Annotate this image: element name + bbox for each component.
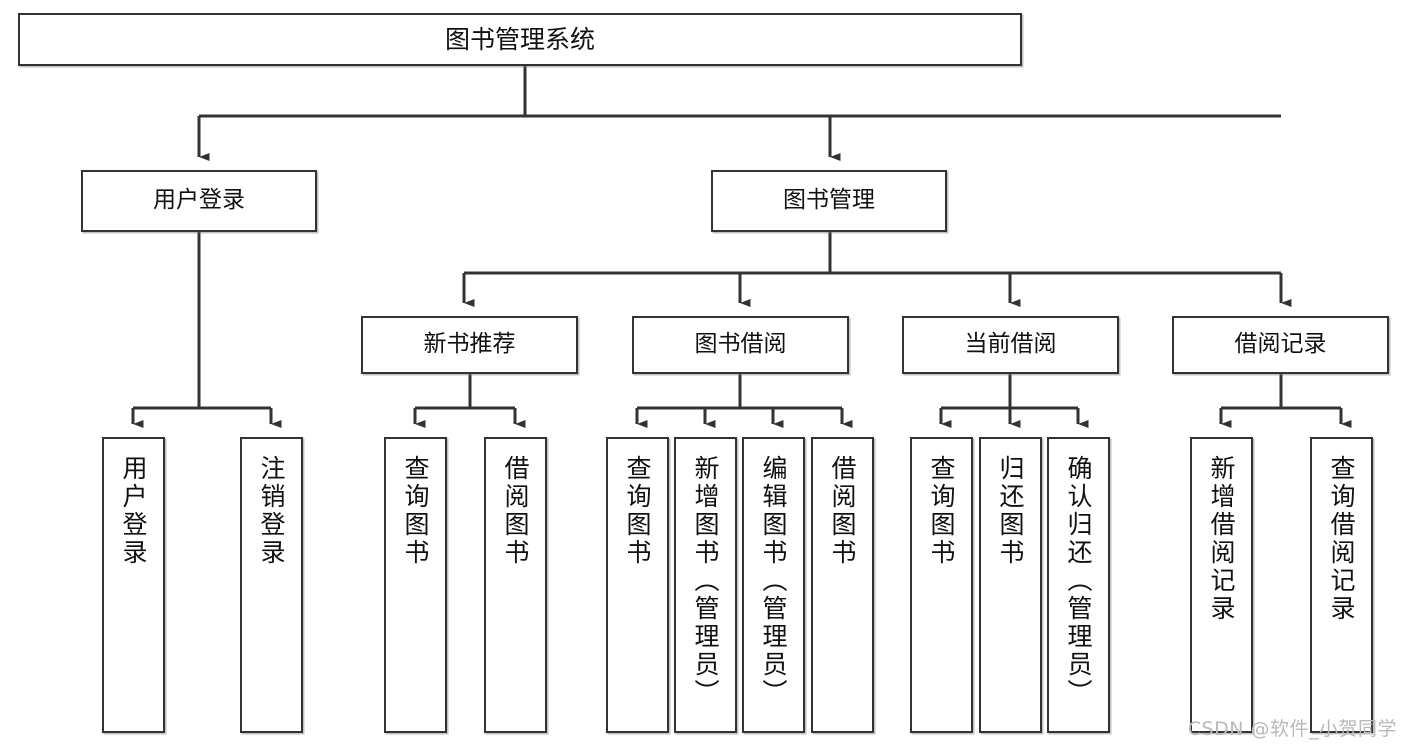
leaf-borrow-book-recommend[interactable]: 借阅图书 — [484, 437, 547, 733]
node-new-book-recommend[interactable]: 新书推荐 — [361, 316, 578, 374]
node-label: 新增图书（管理员） — [691, 455, 720, 707]
leaf-add-book[interactable]: 新增图书（管理员） — [674, 437, 737, 733]
node-label: 借阅图书 — [501, 455, 530, 567]
leaf-edit-book[interactable]: 编辑图书（管理员） — [742, 437, 805, 733]
node-root-system[interactable]: 图书管理系统 — [18, 13, 1022, 66]
node-current-borrow[interactable]: 当前借阅 — [902, 316, 1119, 374]
node-label: 新增借阅记录 — [1207, 455, 1236, 623]
csdn-watermark: CSDN @软件_小贺同学 — [1187, 718, 1397, 740]
node-book-borrow[interactable]: 图书借阅 — [632, 316, 849, 374]
node-label: 借阅记录 — [1234, 331, 1327, 358]
leaf-user-login[interactable]: 用户登录 — [102, 437, 165, 733]
node-label: 查询图书 — [401, 455, 430, 567]
node-label: 新书推荐 — [423, 331, 516, 358]
node-label: 图书管理 — [783, 187, 875, 214]
leaf-user-logout[interactable]: 注销登录 — [240, 437, 303, 733]
node-label: 用户登录 — [153, 187, 245, 214]
node-borrow-record[interactable]: 借阅记录 — [1172, 316, 1389, 374]
leaf-add-borrow-record[interactable]: 新增借阅记录 — [1190, 437, 1253, 733]
leaf-query-book-current[interactable]: 查询图书 — [910, 437, 973, 733]
leaf-query-borrow-record[interactable]: 查询借阅记录 — [1310, 437, 1373, 733]
leaf-borrow-book[interactable]: 借阅图书 — [811, 437, 874, 733]
node-user-login[interactable]: 用户登录 — [81, 170, 317, 232]
node-label: 查询借阅记录 — [1327, 455, 1356, 623]
node-label: 编辑图书（管理员） — [759, 455, 788, 707]
node-label: 确认归还（管理员） — [1064, 455, 1093, 707]
leaf-query-book-borrow[interactable]: 查询图书 — [606, 437, 669, 733]
node-label: 图书管理系统 — [444, 24, 595, 54]
node-label: 归还图书 — [996, 455, 1025, 567]
leaf-confirm-return[interactable]: 确认归还（管理员） — [1047, 437, 1110, 733]
leaf-query-book-recommend[interactable]: 查询图书 — [384, 437, 447, 733]
node-label: 当前借阅 — [964, 331, 1057, 358]
node-label: 查询图书 — [623, 455, 652, 567]
node-label: 注销登录 — [257, 455, 286, 567]
node-label: 借阅图书 — [828, 455, 857, 567]
node-label: 图书借阅 — [694, 331, 787, 358]
node-label: 用户登录 — [119, 455, 148, 567]
node-label: 查询图书 — [927, 455, 956, 567]
node-book-management[interactable]: 图书管理 — [711, 170, 947, 232]
leaf-return-book[interactable]: 归还图书 — [979, 437, 1042, 733]
